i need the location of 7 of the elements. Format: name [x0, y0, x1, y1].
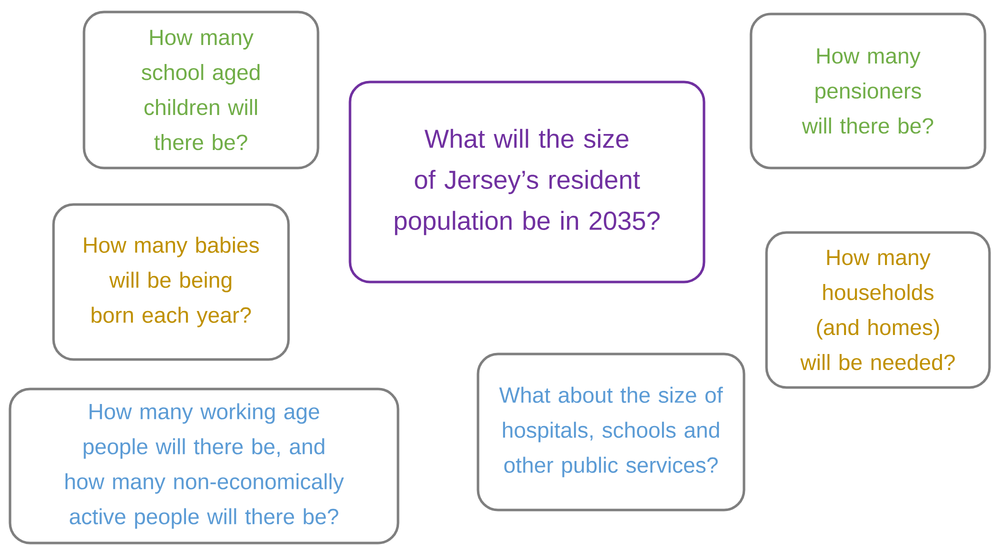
question-box: How many school aged children will there be?	[82, 10, 320, 170]
main-question-box: What will the size of Jersey’s resident population be in 2035?	[348, 80, 706, 284]
question-box: How many babies will be being born each year?	[52, 203, 290, 361]
question-box: How many pensioners will there be?	[750, 12, 986, 170]
question-box: What about the size of hospitals, schools and other public services?	[476, 352, 746, 512]
question-box: How many households (and homes) will be needed?	[765, 231, 991, 389]
question-box: How many working age people will there be, and how many non-economically active people will there be?	[8, 388, 400, 544]
